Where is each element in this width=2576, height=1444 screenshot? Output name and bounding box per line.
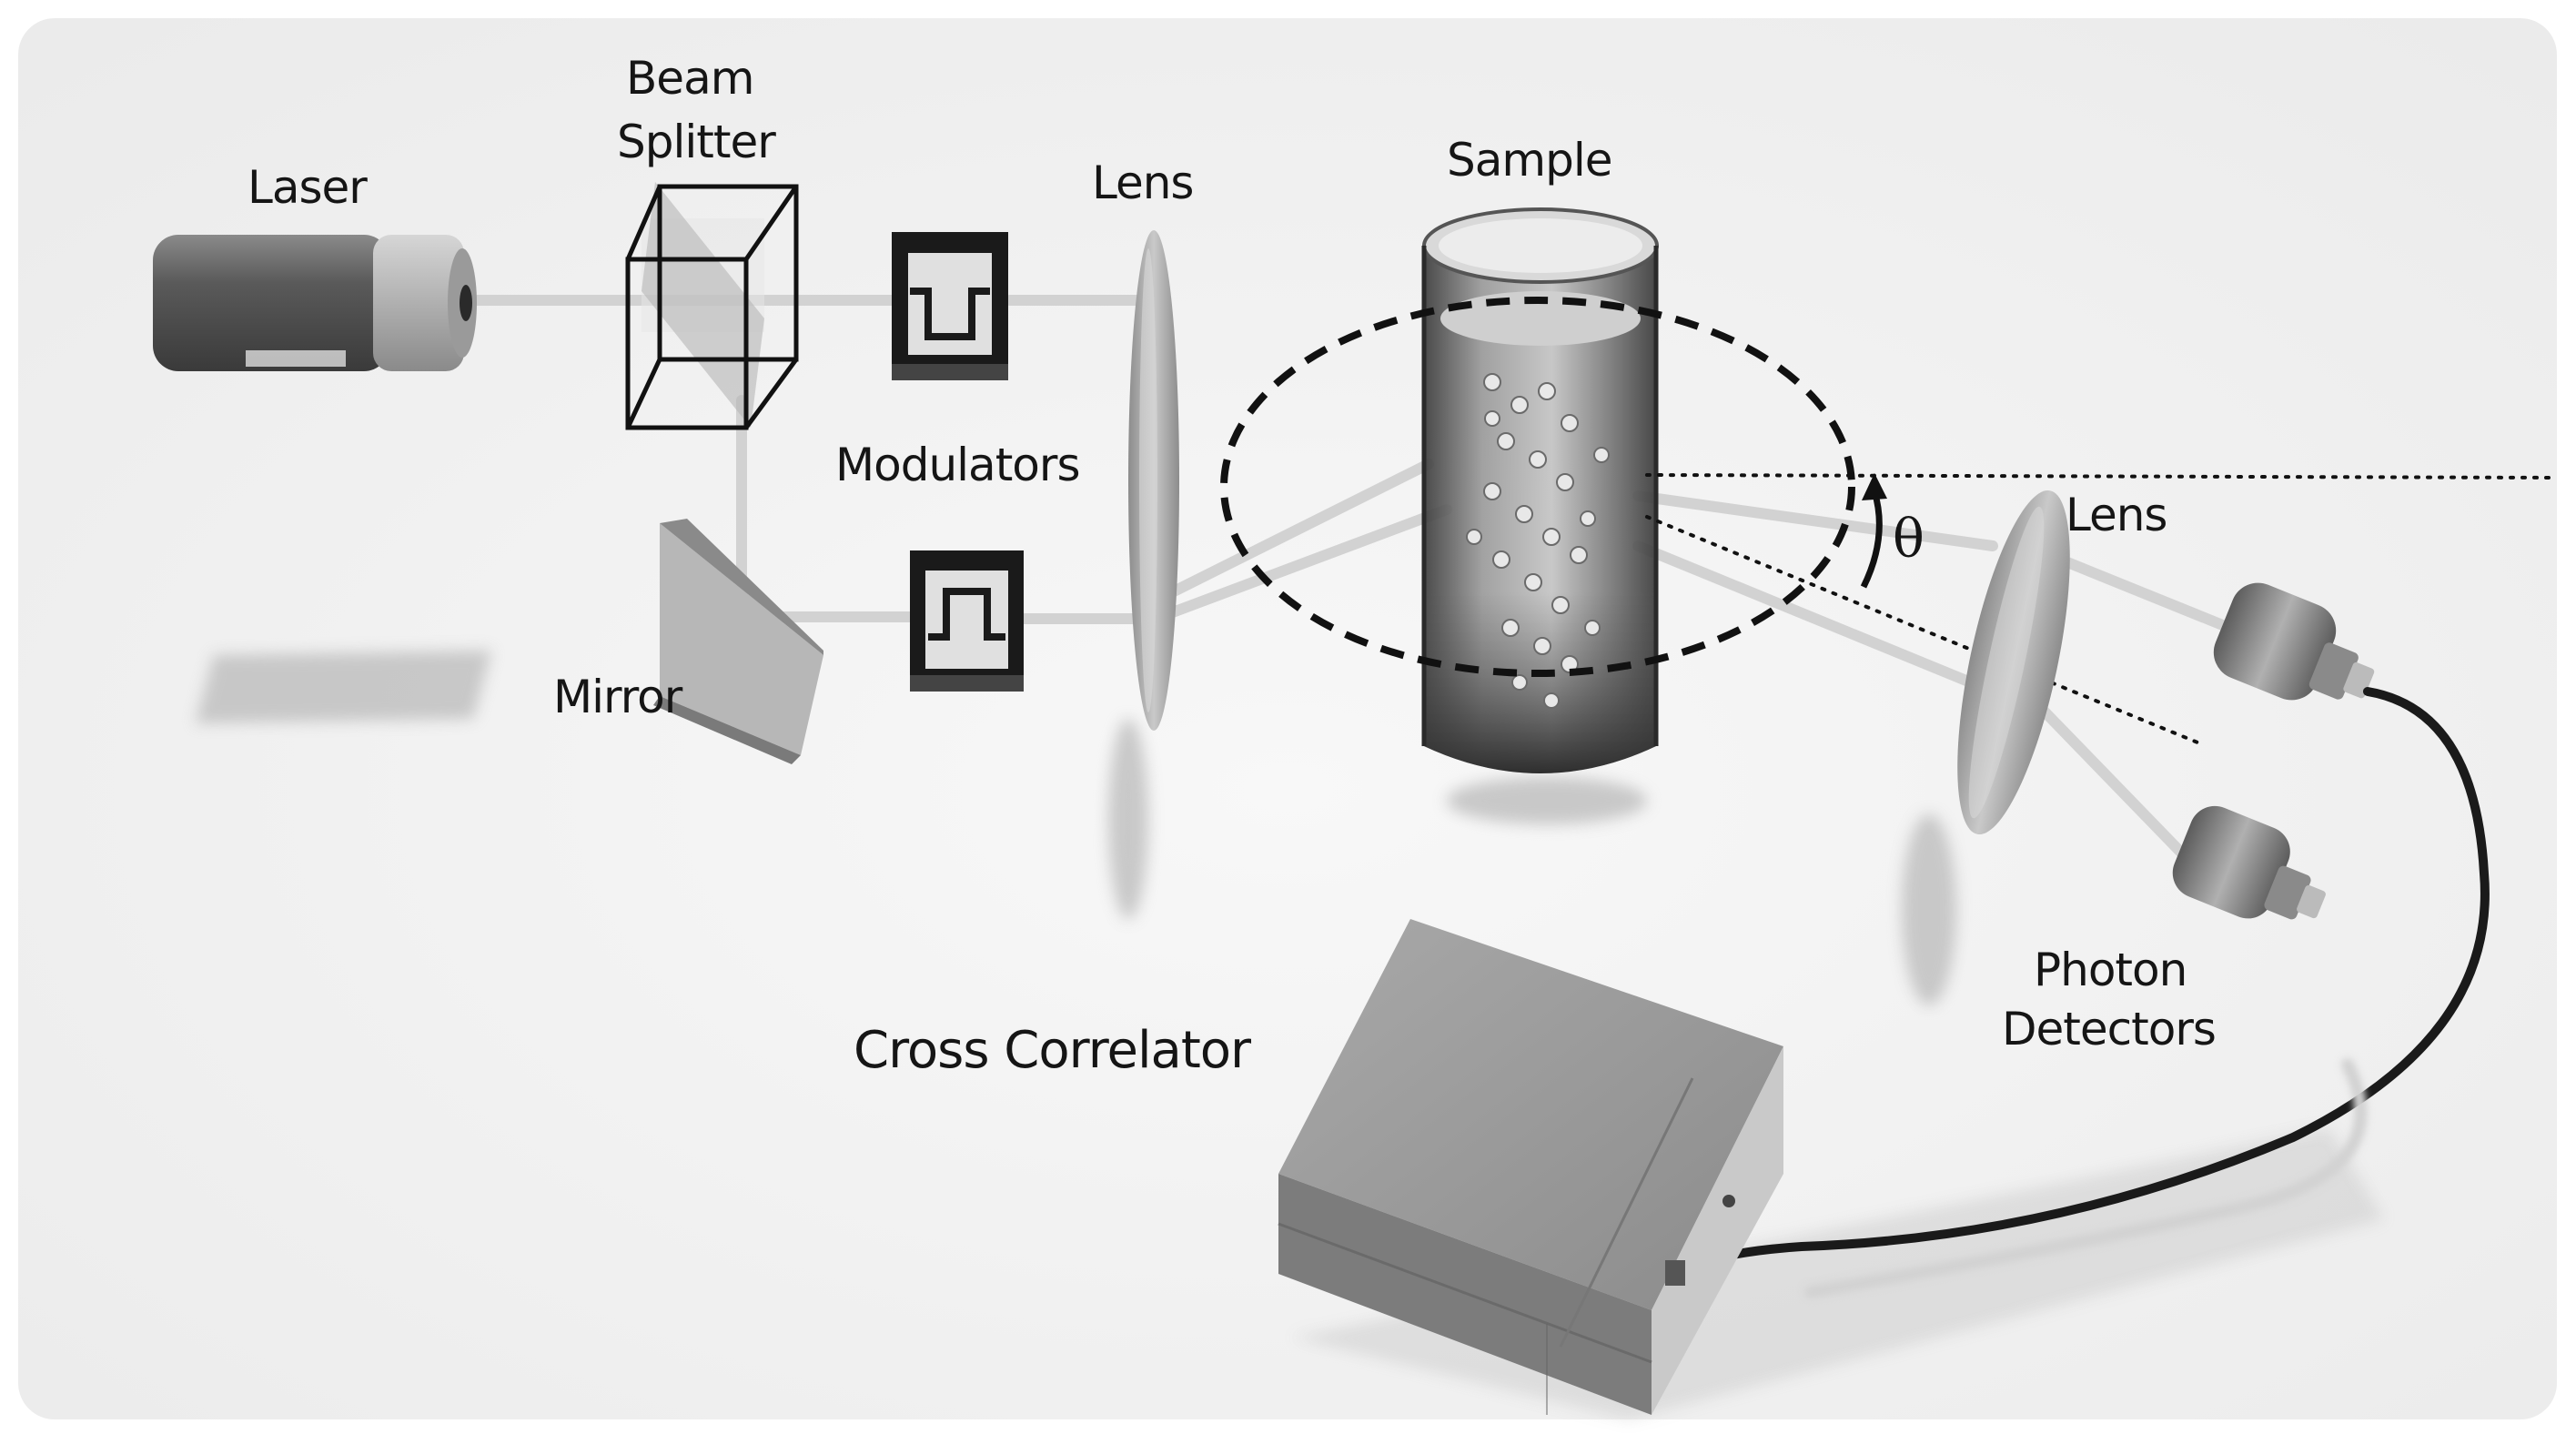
label-cross-correlator: Cross Correlator	[854, 1021, 1252, 1080]
label-photon-detectors-line1: Photon	[2034, 944, 2187, 996]
beam-lens-to-detector-lower	[2033, 700, 2189, 861]
reference-line-horizontal	[1645, 473, 2559, 480]
labels: Laser Beam Splitter Modulators Lens Samp…	[247, 52, 2217, 1080]
sample-particles	[1466, 373, 1610, 709]
mirror-icon	[653, 519, 823, 764]
beam-lens-to-sample-lower	[1150, 504, 1452, 624]
label-lens-right: Lens	[2066, 489, 2167, 541]
detector-cable	[1670, 687, 2490, 1274]
modulator-upper-icon	[892, 232, 1008, 380]
beam-lens-to-detector-upper	[2033, 545, 2235, 633]
label-mirror: Mirror	[553, 671, 683, 723]
detector-cable-shadow	[1804, 1058, 2368, 1298]
reference-line-angled	[1645, 515, 2204, 746]
label-beam-splitter-line1: Beam	[626, 52, 753, 105]
laser-icon	[153, 235, 477, 371]
beam-sample-to-lens-lower	[1632, 540, 1998, 697]
lens-right-icon	[1957, 490, 2070, 835]
lens-left-icon	[1128, 230, 1179, 731]
sample-vial-icon	[1421, 207, 1659, 773]
photon-detector-lower-icon	[2172, 805, 2326, 920]
angle-arrow-icon	[1860, 473, 1887, 589]
floor	[18, 18, 2557, 1419]
label-beam-splitter-line2: Splitter	[617, 116, 776, 168]
beam-lens-to-sample-upper	[1150, 459, 1434, 606]
beam-sample-to-lens-upper	[1632, 490, 1998, 551]
modulator-lower-icon	[910, 550, 1024, 692]
label-laser: Laser	[247, 161, 368, 214]
photon-detector-upper-icon	[2213, 582, 2375, 701]
reference-lines	[1645, 473, 2559, 746]
beam-splitter-icon	[625, 182, 799, 430]
scattering-plane-ellipse	[1220, 297, 1855, 677]
label-photon-detectors-line2: Detectors	[2002, 1003, 2216, 1055]
cross-correlator-icon	[1278, 919, 1783, 1415]
label-sample: Sample	[1447, 134, 1611, 187]
label-modulators: Modulators	[835, 439, 1080, 491]
angle-label: θ	[1893, 508, 1924, 570]
label-lens-left: Lens	[1092, 157, 1193, 209]
